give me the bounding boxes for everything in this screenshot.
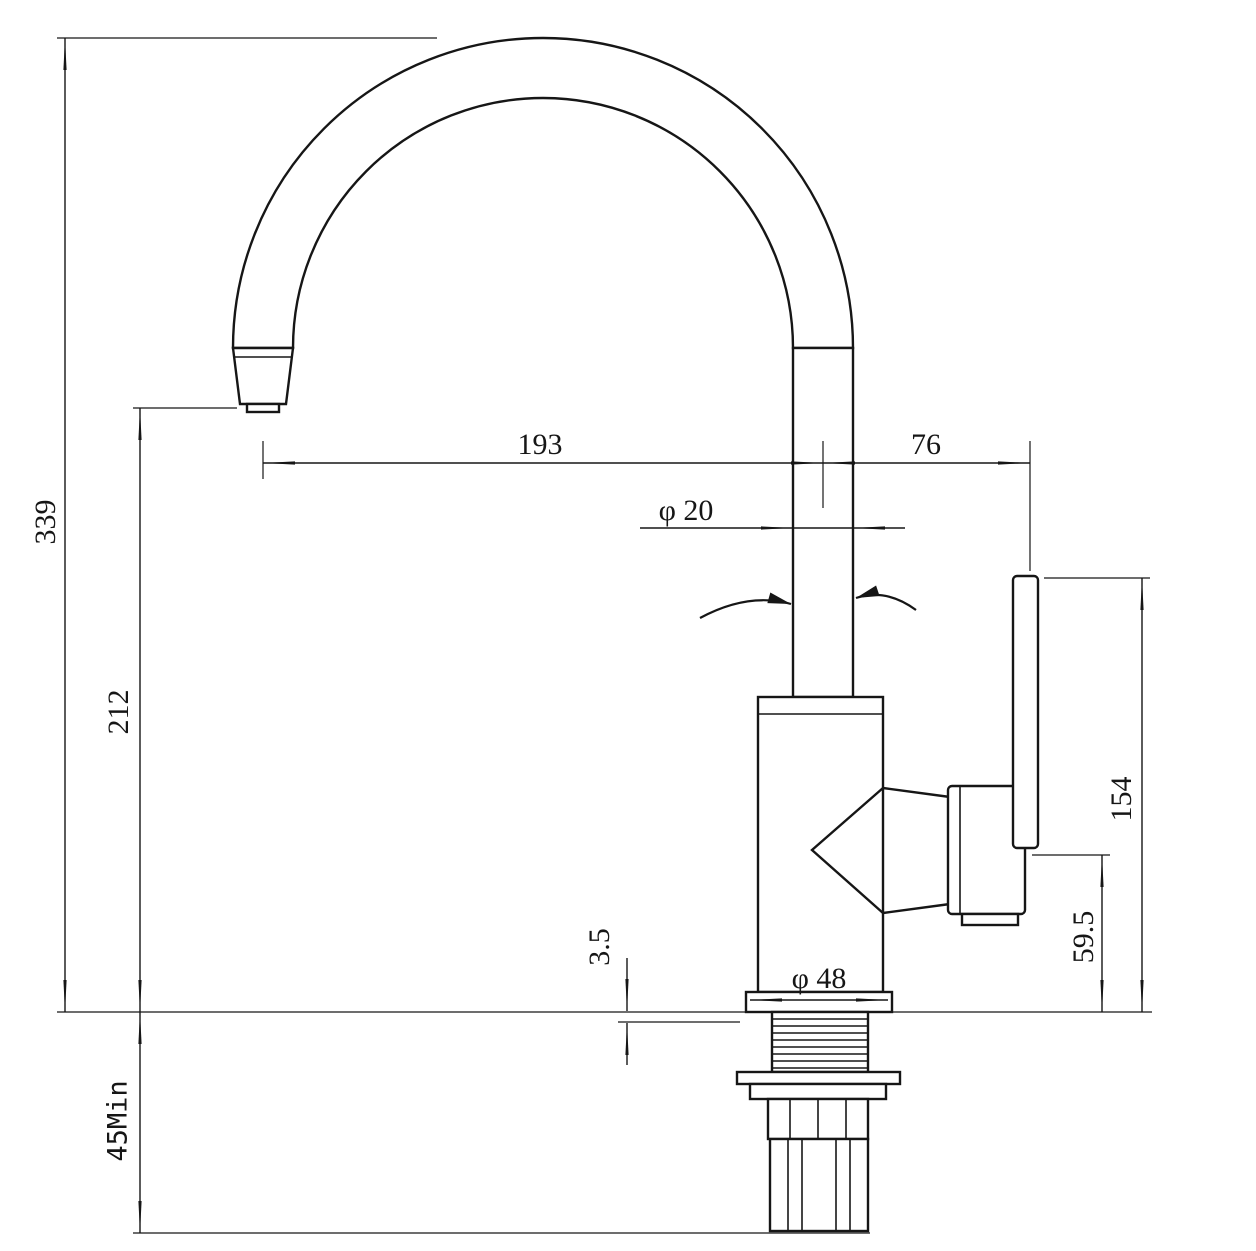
- label-handle-offset: 76: [911, 428, 941, 461]
- valve-cone-bottom: [882, 902, 951, 915]
- supply-hoses: [768, 1137, 870, 1233]
- spout-tip: [231, 346, 295, 406]
- label-outlet-center-height: 59.5: [1067, 911, 1100, 964]
- dimension-lines: [63, 38, 1144, 1233]
- label-overall-height: 339: [29, 500, 62, 545]
- base-flange: [744, 990, 894, 1014]
- swivel-arrow-left: [699, 592, 792, 619]
- valve-cone-v: [810, 787, 884, 914]
- handle-lever: [1011, 574, 1040, 850]
- label-handle-height: 154: [1105, 777, 1138, 822]
- aerator-outlet: [245, 402, 281, 414]
- inlet-manifold: [766, 1097, 870, 1141]
- riser-pipe: [791, 346, 855, 699]
- swivel-arrow-right: [855, 585, 917, 611]
- faucet-body: [756, 695, 885, 994]
- label-pipe-diameter: φ 20: [659, 494, 714, 527]
- extension-lines: [57, 37, 1152, 1234]
- label-base-diameter: φ 48: [792, 962, 847, 995]
- threaded-shank: [770, 1010, 870, 1074]
- label-outlet-height: 212: [102, 690, 135, 735]
- handle-mount-tab: [960, 912, 1020, 927]
- label-min-clearance: 45Min: [103, 1080, 134, 1161]
- faucet-outline: [231, 36, 1040, 1233]
- label-spout-reach: 193: [518, 428, 563, 461]
- label-deck-thickness: 3.5: [583, 928, 616, 966]
- shank-outline: [770, 1010, 870, 1074]
- mounting-washer: [735, 1070, 902, 1086]
- spout-arc: [231, 36, 855, 350]
- mounting-nut: [748, 1082, 888, 1101]
- swivel-indicator: [699, 585, 917, 619]
- valve-cone-top: [882, 786, 951, 799]
- dimension-labels: 339 212 45Min 193 76 φ 20 φ 48 3.5 59.5 …: [29, 428, 1138, 1162]
